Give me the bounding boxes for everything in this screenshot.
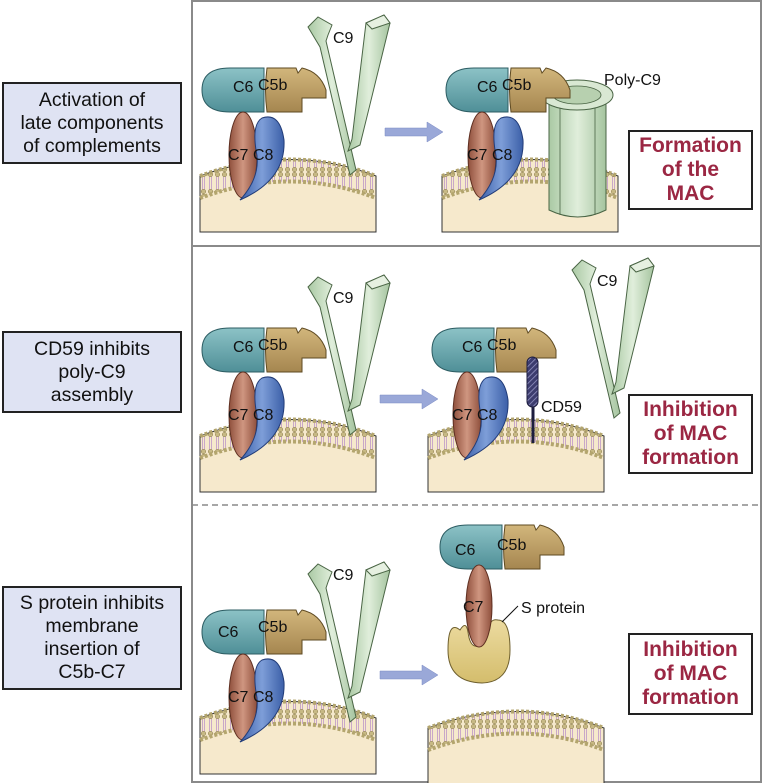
row1-left-scene [198,14,391,234]
row2-left-scene [198,274,391,494]
c7-label: C7 [463,599,484,616]
c8-protein [463,376,509,461]
s-protein-leader-line [501,605,519,623]
poly-c9-label: Poly-C9 [604,72,661,89]
c9-monomer [307,561,391,723]
c6-label: C6 [455,542,476,559]
c6-label: C6 [462,339,483,356]
c5b-label: C5b [258,77,287,94]
c7-label: C7 [452,407,473,424]
c9-label: C9 [597,273,618,290]
c6-label: C6 [477,79,498,96]
arrow-icon [379,388,439,410]
c9-label: C9 [333,30,354,47]
arrow-icon [379,664,439,686]
c8-label: C8 [253,147,274,164]
row1-result-box: Formation of the MAC [628,130,753,210]
row2-condition-label: CD59 inhibits poly-C9 assembly [2,331,182,413]
c9-label: C9 [333,290,354,307]
c7-label: C7 [228,407,249,424]
c8-protein [239,376,285,461]
s-protein [447,619,511,684]
c5b-label: C5b [258,337,287,354]
c5b-label: C5b [502,77,531,94]
row3-left-scene [198,561,391,776]
c6-label: C6 [233,339,254,356]
c8-label: C8 [253,407,274,424]
c7-label: C7 [228,689,249,706]
c8-protein [239,116,285,201]
row3-result-box: Inhibition of MAC formation [628,633,753,715]
c8-label: C8 [477,407,498,424]
cell-membrane [426,709,606,783]
c7-label: C7 [228,147,249,164]
c7-protein [465,564,493,648]
cd59-label: CD59 [541,399,582,416]
s-protein-label: S protein [521,600,585,617]
row3-condition-label: S protein inhibits membrane insertion of… [2,586,182,690]
poly-c9-pore [540,79,614,218]
c5b-label: C5b [487,337,516,354]
row2-right-scene [426,257,655,494]
c8-protein [239,658,285,743]
row3-right-scene [426,524,606,783]
c5b-label: C5b [258,619,287,636]
row2-result-box: Inhibition of MAC formation [628,394,753,474]
c8-label: C8 [492,147,513,164]
arrow-icon [384,121,444,143]
row1-condition-label: Activation of late components of complem… [2,82,182,164]
c6-label: C6 [218,624,239,641]
c5b-label: C5b [497,537,526,554]
c9-label: C9 [333,567,354,584]
row1-right-scene [440,67,620,234]
c8-protein [478,116,524,201]
c6-label: C6 [233,79,254,96]
c7-label: C7 [467,147,488,164]
c8-label: C8 [253,689,274,706]
cd59-molecule [526,356,539,443]
